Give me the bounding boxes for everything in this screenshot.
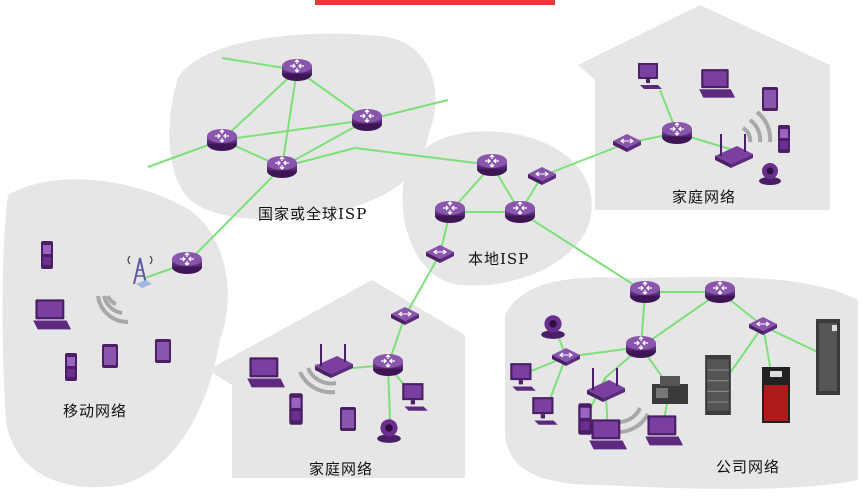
- router-icon: [266, 155, 298, 179]
- home-network-bottom-label: 家庭网络: [309, 460, 374, 478]
- router-icon: [434, 200, 466, 224]
- mobile-phone-icon: [289, 393, 303, 425]
- server-rack-icon: [704, 354, 732, 416]
- company-network-label: 公司网络: [716, 458, 781, 476]
- cell-tower-icon: [127, 255, 153, 288]
- tablet-icon: [762, 87, 778, 111]
- mobile-region: [2, 179, 228, 488]
- mobile-phone-icon: [778, 125, 790, 153]
- mobile-phone-icon: [578, 403, 592, 435]
- home-top-region: [578, 5, 830, 210]
- company-devices: [510, 315, 840, 450]
- tablet-icon: [102, 344, 118, 368]
- router-icon: [351, 108, 383, 132]
- mobile-network-label: 移动网络: [63, 402, 128, 420]
- router-icon: [171, 251, 203, 275]
- server-rack-icon: [762, 367, 790, 423]
- home-network-top-label: 家庭网络: [672, 188, 737, 206]
- router-icon: [504, 200, 536, 224]
- router-icon: [629, 280, 661, 304]
- tablet-icon: [340, 407, 356, 431]
- mobile-phone-icon: [41, 241, 53, 269]
- company-region: [505, 277, 858, 489]
- router-icon: [206, 128, 238, 152]
- router-icon: [372, 353, 404, 377]
- local-isp-label: 本地ISP: [468, 250, 530, 268]
- server-rack-icon: [816, 319, 840, 395]
- national-isp-region: [169, 33, 436, 220]
- router-icon: [661, 121, 693, 145]
- fax-machine-icon: [652, 376, 688, 404]
- router-icon: [704, 280, 736, 304]
- home-bottom-region: [208, 280, 465, 478]
- region-shapes: [2, 5, 858, 489]
- national-isp-label: 国家或全球ISP: [258, 205, 368, 223]
- router-icon: [476, 153, 508, 177]
- router-icon: [625, 335, 657, 359]
- tablet-icon: [155, 339, 171, 363]
- mobile-phone-icon: [65, 353, 77, 381]
- router-icon: [281, 58, 313, 82]
- top-accent-bar: [315, 0, 555, 5]
